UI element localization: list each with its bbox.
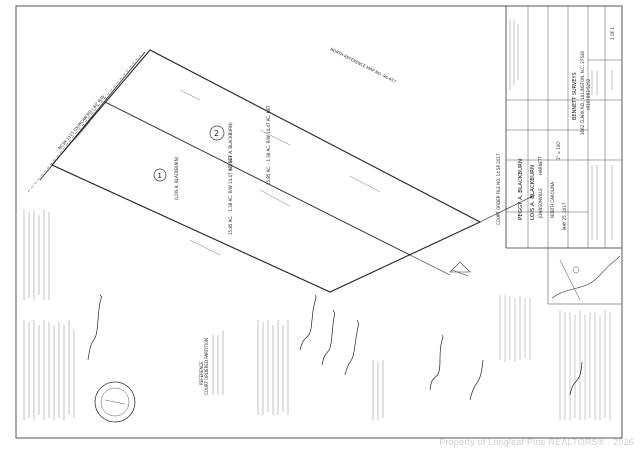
watermark-text: Property of Longleaf Pine REALTORS® · 20…: [439, 437, 634, 447]
signature-4: [344, 319, 359, 376]
sheet-border: [15, 5, 623, 439]
survey-firm-address: 1662 CLARK RD., LILLINGTON, N.C. 27546: [580, 50, 585, 135]
surveyor-certificate: [499, 295, 611, 420]
court-order-file: COURT ORDER FILE NO. 14 SP 2017: [496, 153, 501, 225]
signature-1: [87, 294, 103, 361]
signature-7: [569, 361, 583, 396]
lot-2-area: 15.85 AC. - 1.38 AC. R/W 14.47 AC. NET: [266, 105, 271, 185]
vicinity-map-inset: [547, 247, 623, 305]
lot-1-area: 15.85 AC. - 1.38 AC. R/W 14.47 AC. NET: [228, 155, 233, 235]
lot-1-number: 1: [158, 172, 162, 180]
survey-firm: BENNETT SURVEYS: [572, 72, 578, 120]
lot-1: 1 (LOIS A. BLACKBURN) 15.85 AC. - 1.38 A…: [153, 155, 233, 235]
left-notes: [23, 210, 75, 420]
road-label: NCSR 1115 (DUNCAN RD.) 60' R/W: [57, 94, 106, 151]
signature-5: [429, 334, 444, 391]
surveyor-seal: [94, 381, 136, 423]
house-symbol: [449, 261, 471, 277]
road-right-of-way: [39, 51, 146, 181]
township-value: JOHNSONVILLE: [538, 188, 543, 219]
road-centerline: [27, 54, 141, 193]
parcel-boundary: [27, 49, 536, 293]
signature-6: [469, 359, 484, 401]
scale-value: 1" = 100': [556, 141, 561, 160]
lot-2-number: 2: [214, 129, 219, 138]
map-reference: NORTH REFERENCE MAP NO. 96-457: [330, 46, 398, 84]
lot-1-marker: [153, 168, 167, 182]
lot-1-owner: (LOIS A. BLACKBURN): [174, 156, 179, 200]
lot-2-owner: (PEGGY A. BLACKBURN): [228, 122, 233, 170]
prepared-for-name-2: LOIS A. BLACKBURN: [530, 165, 536, 220]
division-line: [104, 101, 411, 256]
county-value: HARNETT: [538, 156, 543, 175]
lot-2: 2 (PEGGY A. BLACKBURN) 15.85 AC. - 1.38 …: [209, 105, 271, 185]
signature-2: [299, 294, 317, 351]
survey-firm-phone: (910) 893-5252: [586, 78, 591, 110]
sheet-number: 1 OF 1: [610, 26, 615, 40]
prepared-for-name: PEGGY A. BLACKBURN: [518, 159, 524, 220]
signature-3: [321, 309, 335, 366]
reference-title: REFERENCE: [199, 361, 204, 385]
lot-2-marker: [209, 125, 225, 141]
reference-text: COURT ORDERED PARTITION: [204, 338, 209, 395]
date-value: MAY 25, 2017: [562, 202, 567, 230]
signatures: [87, 294, 583, 401]
state-value: NORTH CAROLINA: [550, 182, 555, 218]
title-block: BENNETT SURVEYS 1662 CLARK RD., LILLINGT…: [505, 6, 622, 249]
